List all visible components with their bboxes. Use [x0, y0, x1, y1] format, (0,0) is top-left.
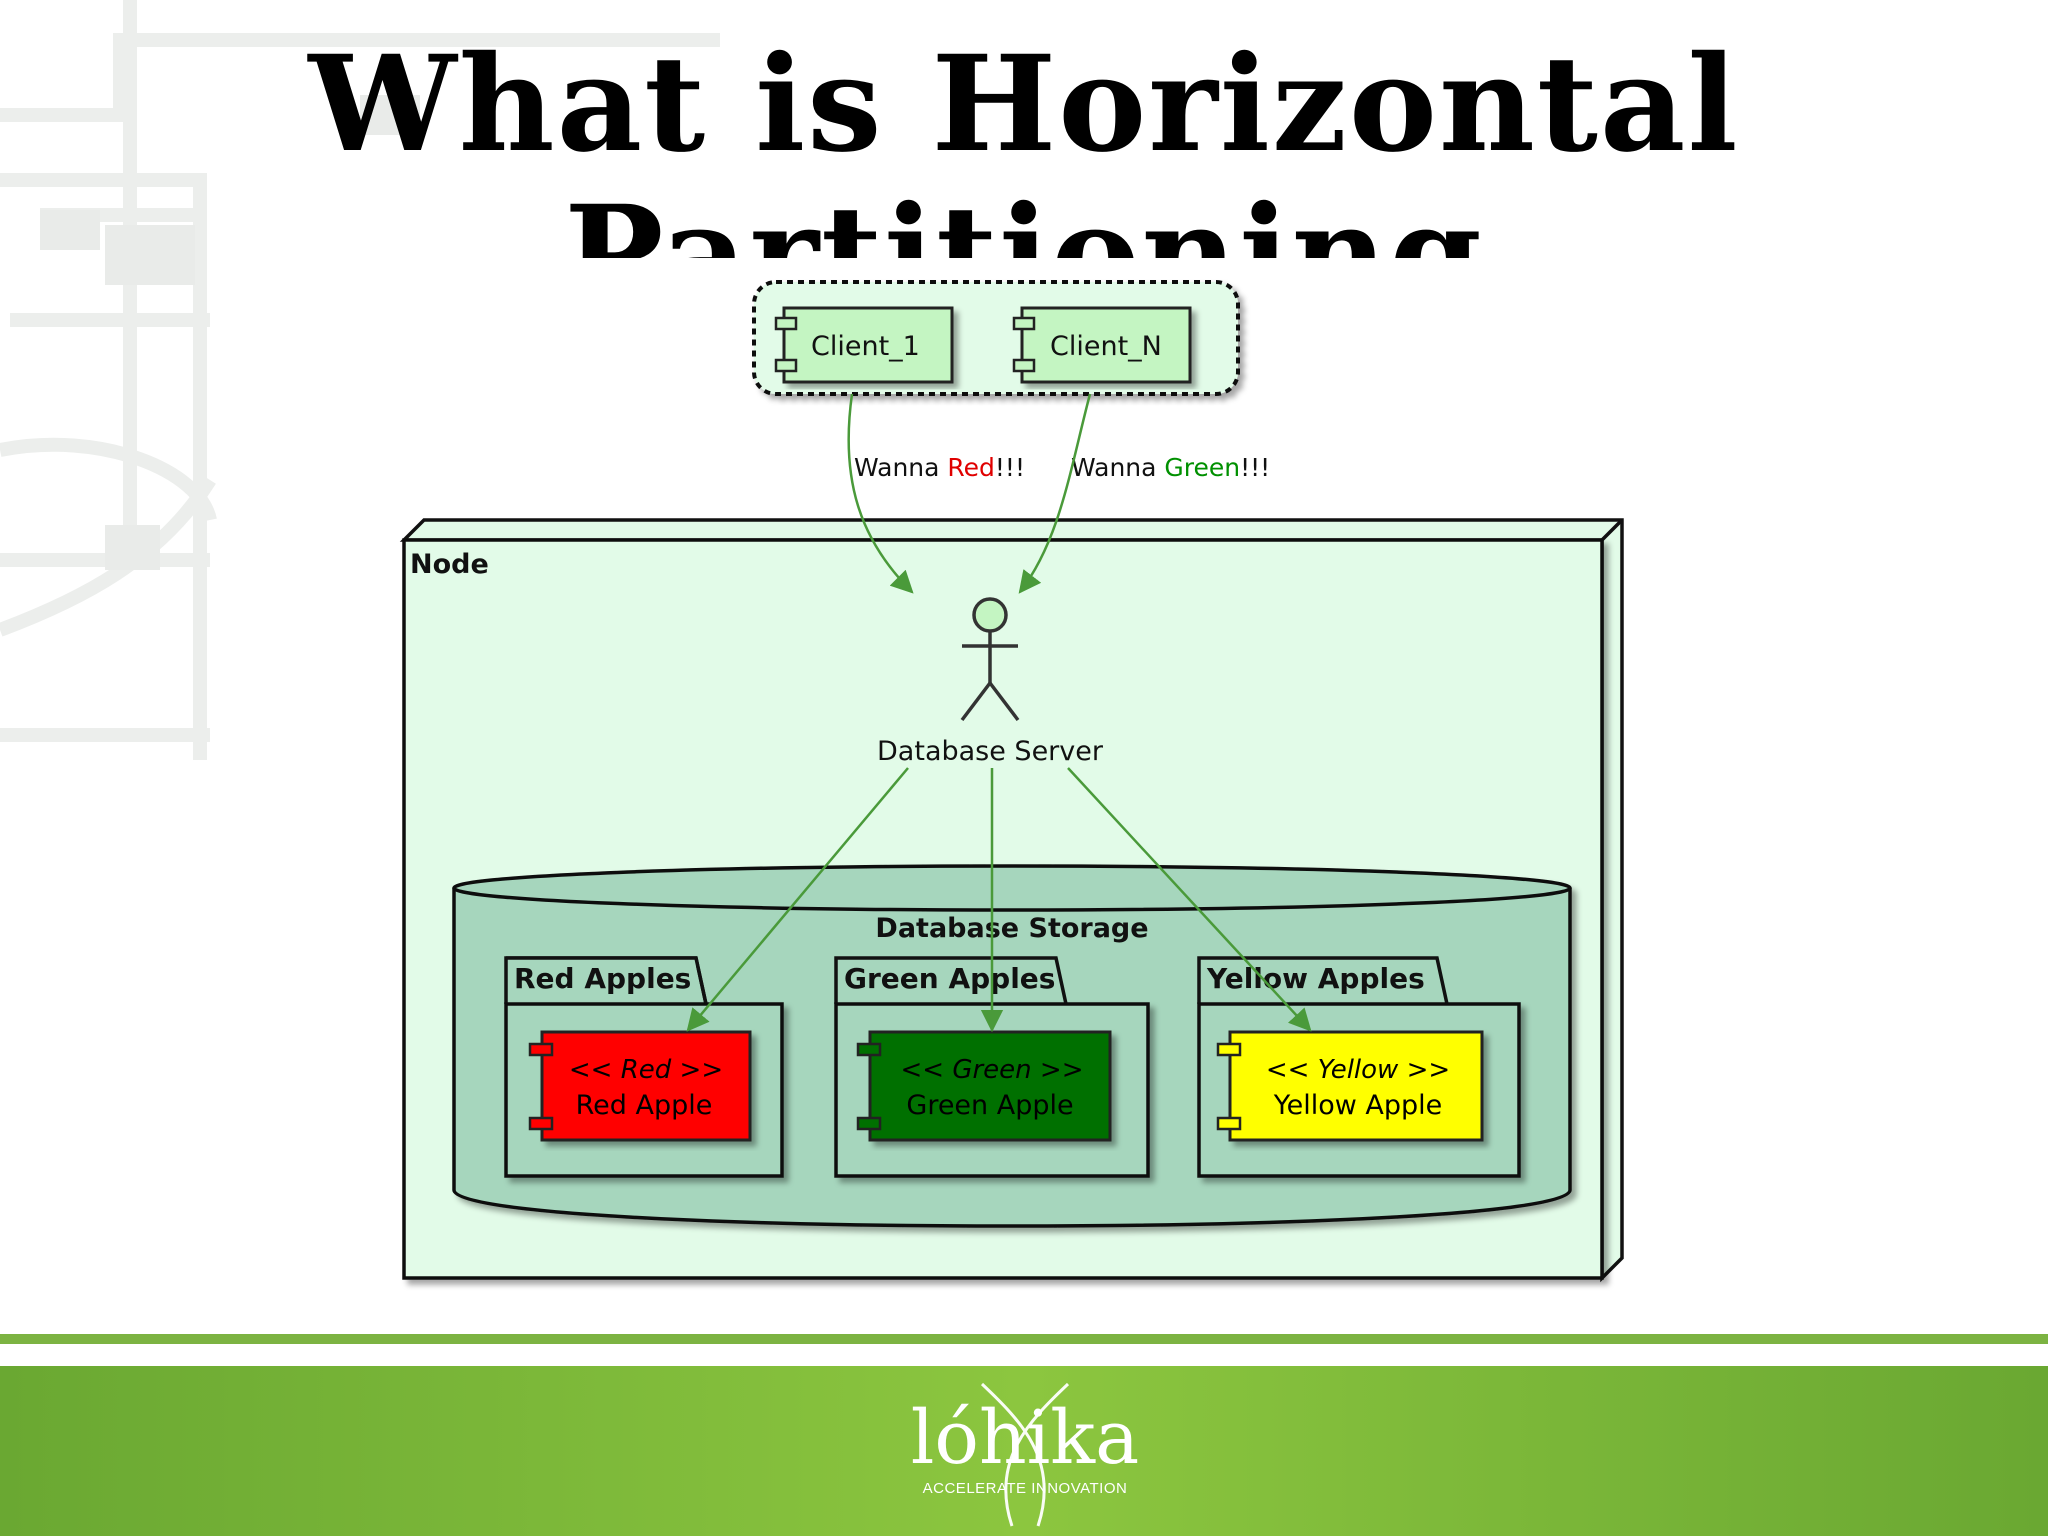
- database-server-label: Database Server: [877, 736, 1104, 767]
- component-stereotype-red: << Red >>: [569, 1055, 723, 1085]
- footer-band: [0, 1366, 2048, 1536]
- arrow-server-to-yellow: [1067, 767, 1312, 1032]
- component-stereotype-yellow: << Yellow >>: [1266, 1055, 1450, 1085]
- arrow-client1-to-server: [847, 393, 914, 594]
- arrow-server-to-red: [686, 767, 909, 1032]
- component-name-yellow: Yellow Apple: [1273, 1090, 1443, 1121]
- package-title-green: Green Apples: [844, 962, 1055, 995]
- logo-wordmark: lóhika: [910, 1395, 1140, 1481]
- node-label: Node: [410, 549, 489, 580]
- logo-tagline: ACCELERATE INNOVATION: [922, 1480, 1128, 1497]
- footer-rule: [0, 1334, 2048, 1344]
- logo-swirl-icon: [980, 1382, 1070, 1527]
- component-name-red: Red Apple: [576, 1090, 713, 1121]
- component-name-green: Green Apple: [906, 1090, 1073, 1121]
- slide-title: What is Horizontal Partitioning: [308, 30, 1740, 258]
- arrow-clientn-to-server: [1018, 393, 1092, 594]
- database-server-actor: [960, 597, 1020, 722]
- client-n-component: Client_N: [1012, 306, 1192, 384]
- client-1-label: Client_1: [811, 331, 920, 362]
- package-title-yellow: Yellow Apples: [1206, 962, 1425, 995]
- partitioning-diagram: Client_1 Client_N Wanna Red!!! Wanna Gre…: [399, 280, 1624, 1283]
- package-yellow-apples: Yellow Apples << Yellow >> Yellow Apple: [1197, 956, 1521, 1178]
- client-1-component: Client_1: [774, 306, 954, 384]
- database-storage-label: Database Storage: [875, 913, 1148, 944]
- component-stereotype-green: << Green >>: [901, 1055, 1084, 1085]
- request-label-green: Wanna Green!!!: [1071, 453, 1270, 482]
- package-green-apples: Green Apples << Green >> Green Apple: [834, 956, 1150, 1178]
- lohika-logo: lóhika ACCELERATE INNOVATION: [910, 1380, 1140, 1530]
- package-title-red: Red Apples: [514, 962, 691, 995]
- package-red-apples: Red Apples << Red >> Red Apple: [504, 956, 784, 1178]
- client-n-label: Client_N: [1050, 331, 1162, 362]
- request-label-red: Wanna Red!!!: [854, 453, 1025, 482]
